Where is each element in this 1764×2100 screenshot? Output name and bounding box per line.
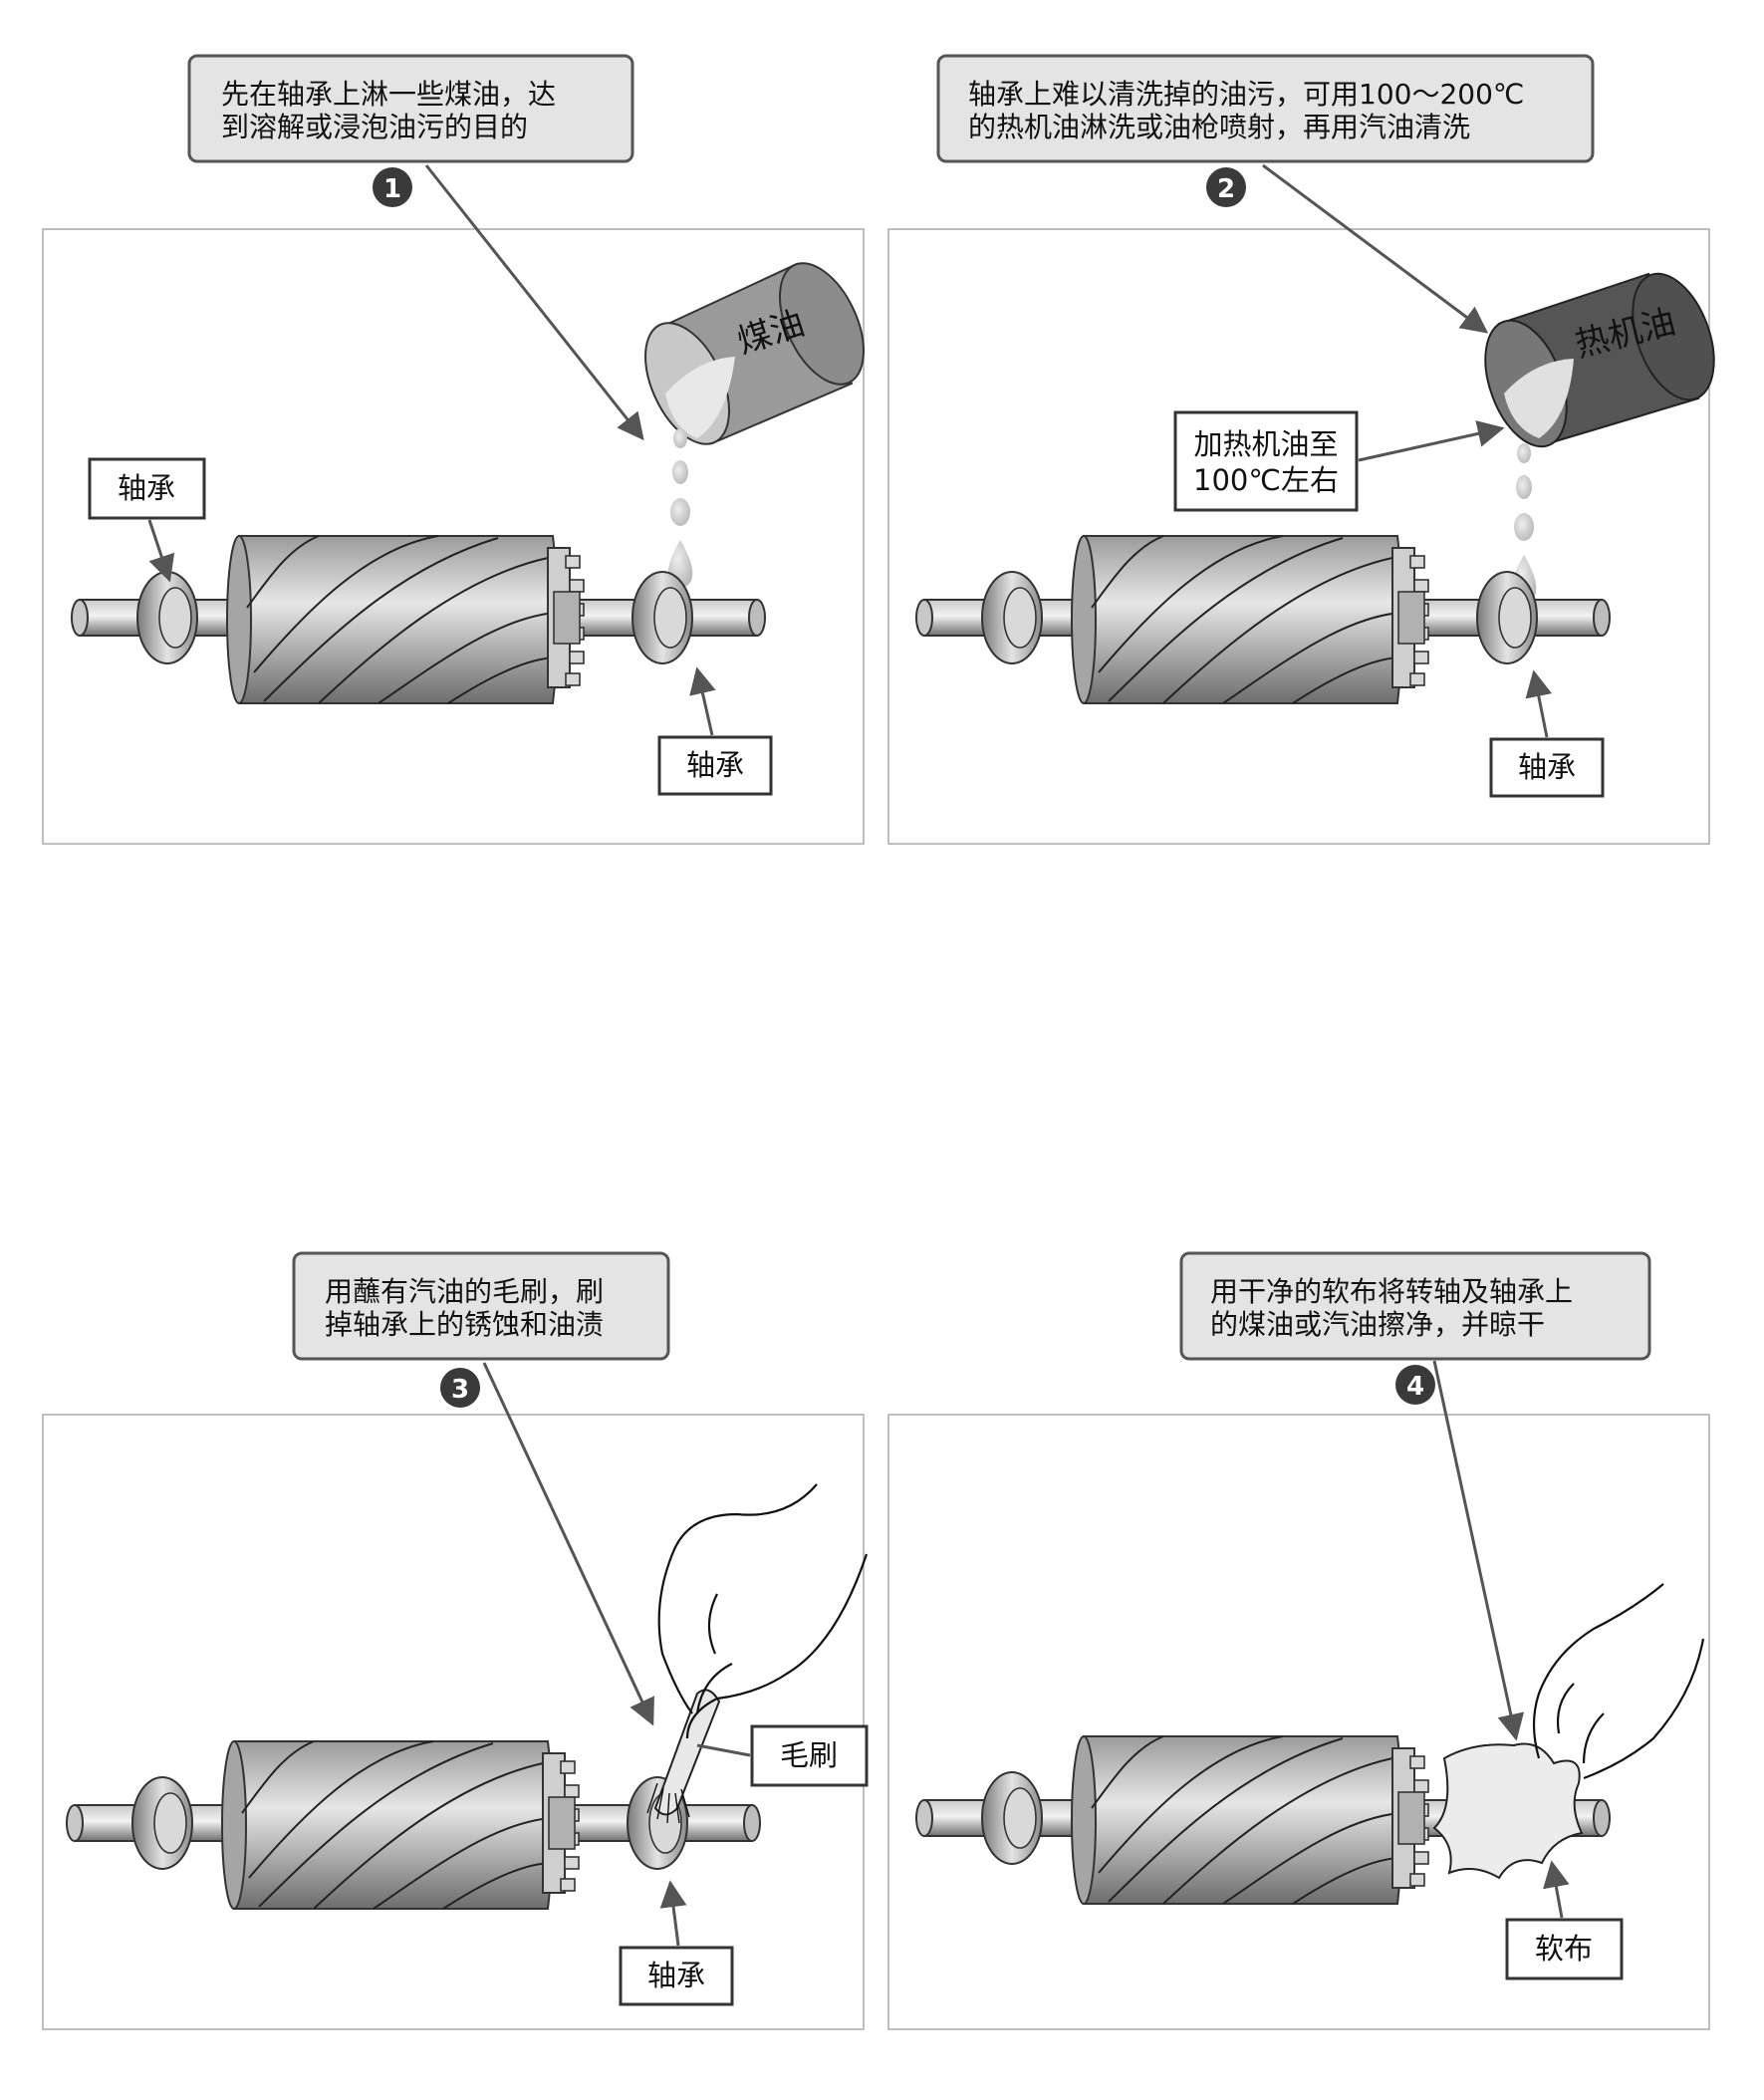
heat-label-box	[1173, 410, 1359, 512]
step-4-badge	[1395, 1365, 1435, 1405]
step-1-caption-line-2: 到溶解或浸泡油污的目的	[221, 111, 528, 143]
soft-cloth-icon	[1432, 1742, 1584, 1880]
step-3-badge	[440, 1368, 480, 1408]
brush-leader-line	[696, 1743, 751, 1757]
hand-icon	[1532, 1583, 1705, 1780]
bearing-label-right: 轴承	[647, 1959, 705, 1992]
step-2-badge	[1206, 167, 1246, 207]
bearing-label-right: 轴承	[686, 748, 744, 782]
bearing-right-arrow	[689, 666, 716, 736]
bearing-label-right-box	[1489, 737, 1605, 798]
step-1-number: 1	[383, 174, 401, 204]
step-4-panel: 用干净的软布将转轴及轴承上 的煤油或汽油擦净，并晾干 4 软布	[887, 1251, 1710, 2030]
step-2-caption-box	[936, 54, 1595, 163]
step-2-caption-line-1: 轴承上难以清洗掉的油污，可用100～200℃	[968, 78, 1524, 111]
hot-oil-can: 热机油	[1484, 272, 1715, 448]
cloth-label-box	[1505, 1918, 1624, 1980]
step-3-panel: 用蘸有汽油的毛刷，刷 掉轴承上的锈蚀和油渍 3 毛刷	[42, 1251, 869, 2030]
bearing-label-right: 轴承	[1518, 750, 1576, 784]
heat-arrow	[1358, 420, 1505, 462]
bearing-right-arrow	[1525, 669, 1553, 738]
step-4-caption-line-2: 的煤油或汽油擦净，并晾干	[1210, 1308, 1545, 1341]
step-1-pointer-arrow	[424, 164, 644, 441]
step-2-number: 2	[1217, 174, 1235, 204]
panel-frame	[42, 1414, 865, 2030]
step-4-number: 4	[1406, 1372, 1424, 1402]
step-4-caption-line-1: 用干净的软布将转轴及轴承上	[1210, 1275, 1573, 1308]
step-2-pointer-arrow	[1262, 163, 1489, 334]
cloth-label: 软布	[1535, 1932, 1593, 1966]
step-3-caption-line-1: 用蘸有汽油的毛刷，刷	[325, 1275, 604, 1308]
heat-label-line-1: 加热机油至	[1193, 427, 1338, 461]
bearing-label-right-box	[657, 735, 773, 796]
bearing-label-right-box	[619, 1946, 734, 2006]
step-1-caption-line-1: 先在轴承上淋一些煤油，达	[221, 78, 556, 111]
step-1-badge	[373, 167, 412, 207]
step-3-caption-box	[292, 1251, 670, 1361]
bearing-right-arrow	[659, 1880, 687, 1947]
step-4-caption-box	[1179, 1251, 1651, 1361]
cloth-arrow	[1543, 1860, 1570, 1919]
step-3-caption-line-2: 掉轴承上的锈蚀和油渍	[325, 1308, 604, 1341]
step-1-panel: 先在轴承上淋一些煤油，达 到溶解或浸泡油污的目的 1 煤油 轴承 轴承	[42, 54, 865, 845]
heat-label-line-2: 100℃左右	[1193, 463, 1339, 497]
step-4-pointer-arrow	[1432, 1360, 1525, 1741]
step-3-number: 3	[451, 1375, 469, 1405]
step-2-panel: 轴承上难以清洗掉的油污，可用100～200℃ 的热机油淋洗或油枪喷射，再用汽油清…	[887, 54, 1715, 845]
bearing-label-left-box	[88, 457, 206, 520]
brush-label: 毛刷	[780, 1738, 838, 1772]
bearing-left-arrow	[147, 519, 175, 583]
step-3-pointer-arrow	[482, 1362, 654, 1726]
hand-icon	[657, 1483, 869, 1739]
brush-label-box	[750, 1724, 869, 1787]
step-1-caption-box	[187, 54, 634, 163]
step-2-caption-line-2: 的热机油淋洗或油枪喷射，再用汽油清洗	[968, 111, 1470, 143]
bearing-label-left: 轴承	[118, 471, 175, 505]
kerosene-can: 煤油	[644, 262, 865, 445]
